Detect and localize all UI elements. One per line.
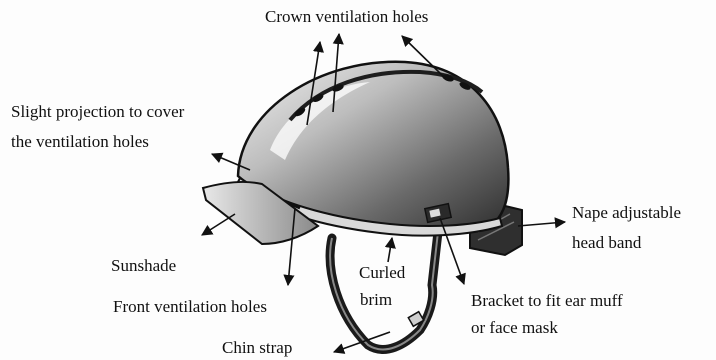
label-curled-line1: Curled xyxy=(359,262,405,283)
label-curled-line2: brim xyxy=(360,289,392,310)
label-nape-line1: Nape adjustable xyxy=(572,202,681,223)
sunshade-arrow xyxy=(202,214,235,235)
label-chin-strap: Chin strap xyxy=(222,337,292,358)
label-nape-line2: head band xyxy=(572,232,641,253)
label-front-ventilation: Front ventilation holes xyxy=(113,296,267,317)
curled-brim-arrow xyxy=(388,238,392,262)
nape-arrow xyxy=(518,222,565,226)
label-sunshade: Sunshade xyxy=(111,255,176,276)
label-bracket-line1: Bracket to fit ear muff xyxy=(471,290,623,311)
label-bracket-line2: or face mask xyxy=(471,317,558,338)
label-projection-line1: Slight projection to cover xyxy=(11,101,184,122)
label-projection-line2: the ventilation holes xyxy=(11,131,149,152)
label-crown-ventilation: Crown ventilation holes xyxy=(265,6,428,27)
